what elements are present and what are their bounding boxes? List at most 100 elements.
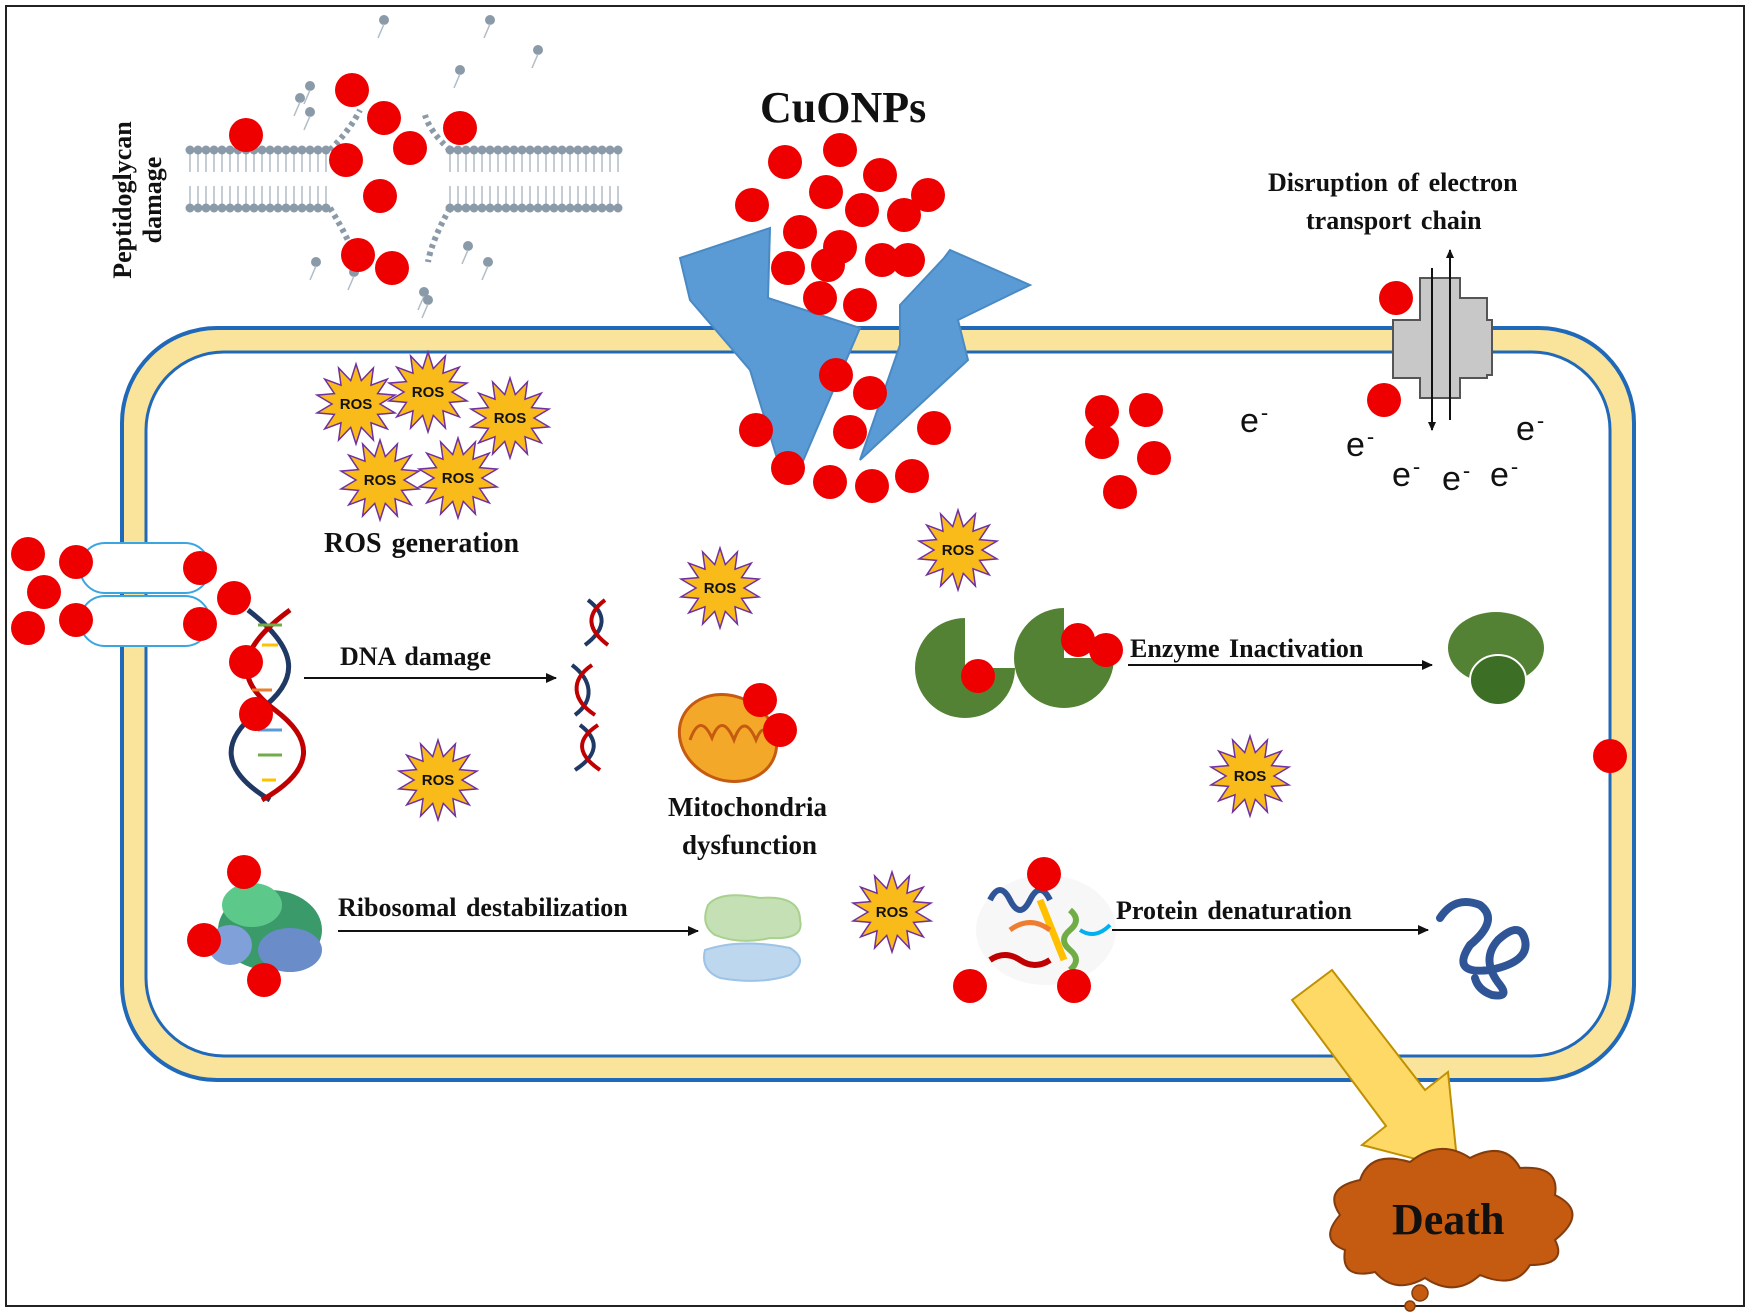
svg-text:ROS: ROS	[494, 410, 527, 427]
nanoparticle-icon	[763, 713, 797, 747]
broken-dna-icon	[570, 598, 610, 772]
ros-star-icon: ROS	[850, 869, 934, 955]
electron-label: e-	[1392, 454, 1421, 494]
etc-label-line1: Disruption of electron	[1268, 168, 1518, 197]
protein-denaturation-label: Protein denaturation	[1116, 896, 1352, 925]
nanoparticle-icon	[855, 469, 889, 503]
nanoparticle-icon	[813, 465, 847, 499]
nanoparticle-icon	[229, 645, 263, 679]
nanoparticle-icon	[1057, 969, 1091, 1003]
nanoparticle-icon	[375, 251, 409, 285]
svg-text:ROS: ROS	[704, 580, 737, 597]
dna-damage-label: DNA damage	[340, 642, 492, 671]
nanoparticle-icon	[811, 248, 845, 282]
nanoparticle-icon	[863, 158, 897, 192]
nanoparticle-icon	[911, 178, 945, 212]
svg-text:ROS: ROS	[942, 542, 975, 559]
nanoparticle-icon	[341, 238, 375, 272]
nanoparticle-icon	[1367, 383, 1401, 417]
enzyme-right-icon	[1014, 608, 1114, 708]
death-arrow	[1290, 968, 1460, 1172]
nanoparticle-icon	[1061, 623, 1095, 657]
lipid-bilayer-icon	[185, 15, 623, 319]
svg-text:ROS: ROS	[412, 384, 445, 401]
nanoparticle-icon	[1593, 739, 1627, 773]
ros-star-icon: ROS	[1208, 733, 1292, 819]
denatured-protein-icon	[1436, 898, 1530, 1000]
mitochondria-label-line2: dysfunction	[682, 830, 818, 860]
nanoparticle-icon	[1085, 425, 1119, 459]
nanoparticle-icon	[335, 73, 369, 107]
nanoparticle-icon	[239, 697, 273, 731]
nanoparticle-icon	[363, 179, 397, 213]
nanoparticle-icon	[735, 188, 769, 222]
nanoparticle-icon	[187, 923, 221, 957]
electron-label: e-	[1490, 454, 1519, 494]
nanoparticle-icon	[819, 358, 853, 392]
nanoparticle-icon	[1089, 633, 1123, 667]
nanoparticle-icon	[865, 243, 899, 277]
svg-text:ROS: ROS	[1234, 768, 1267, 785]
cuonps-title: CuONPs	[760, 83, 927, 132]
nanoparticle-icon	[1379, 281, 1413, 315]
electron-label: e-	[1442, 458, 1471, 498]
ros-star-icon: ROS	[314, 361, 398, 447]
destabilized-ribosome-icon	[703, 894, 802, 982]
nanoparticle-icon	[895, 459, 929, 493]
nanoparticle-icon	[11, 611, 45, 645]
nanoparticle-icon	[853, 376, 887, 410]
ros-star-icon: ROS	[386, 349, 470, 435]
peptidoglycan-label-line1: Peptidoglycan	[108, 121, 137, 279]
protein-icon	[976, 875, 1116, 985]
peptidoglycan-label-line2: damage	[138, 156, 167, 244]
nanoparticle-icon	[59, 545, 93, 579]
ribosome-icon	[208, 883, 322, 972]
nanoparticle-icon	[1027, 857, 1061, 891]
ribosomal-destabilization-label: Ribosomal destabilization	[338, 893, 628, 922]
nanoparticle-icon	[11, 537, 45, 571]
nanoparticle-icon	[833, 415, 867, 449]
electron-label: e-	[1346, 424, 1375, 464]
nanoparticle-icon	[783, 215, 817, 249]
ros-star-icon: ROS	[916, 507, 1000, 593]
svg-text:ROS: ROS	[340, 396, 373, 413]
nanoparticle-icon	[961, 659, 995, 693]
ros-generation-label: ROS generation	[324, 528, 520, 559]
nanoparticle-icon	[367, 101, 401, 135]
svg-text:ROS: ROS	[876, 904, 909, 921]
mitochondria-label-line1: Mitochondria	[668, 792, 827, 822]
electron-label: e-	[1240, 400, 1269, 440]
nanoparticle-icon	[393, 131, 427, 165]
svg-text:ROS: ROS	[422, 772, 455, 789]
nanoparticle-icon	[1137, 441, 1171, 475]
nanoparticle-icon	[739, 413, 773, 447]
svg-text:ROS: ROS	[442, 470, 475, 487]
enzyme-inactivation-label: Enzyme Inactivation	[1130, 634, 1364, 663]
nanoparticle-icon	[247, 963, 281, 997]
nanoparticle-icon	[227, 855, 261, 889]
nanoparticle-icon	[887, 198, 921, 232]
nanoparticle-icon	[845, 193, 879, 227]
nanoparticle-icon	[1085, 395, 1119, 429]
nanoparticle-icon	[891, 243, 925, 277]
inactive-enzyme-icon	[1448, 612, 1544, 706]
nanoparticle-icon	[27, 575, 61, 609]
svg-text:ROS: ROS	[364, 472, 397, 489]
etc-label-line2: transport chain	[1306, 206, 1482, 235]
lightning-right-icon	[859, 248, 1033, 461]
nanoparticle-icon	[771, 451, 805, 485]
nanoparticle-icon	[1103, 475, 1137, 509]
electron-label: e-	[1516, 408, 1545, 448]
nanoparticle-icon	[329, 143, 363, 177]
nanoparticle-icon	[183, 551, 217, 585]
nanoparticle-icon	[917, 411, 951, 445]
nanoparticle-icon	[743, 683, 777, 717]
ros-star-icon: ROS	[468, 375, 552, 461]
death-label: Death	[1392, 1195, 1505, 1244]
nanoparticle-icon	[229, 118, 263, 152]
nanoparticle-icon	[59, 603, 93, 637]
nanoparticle-icon	[768, 145, 802, 179]
nanoparticle-icon	[803, 281, 837, 315]
peptidoglycan-label: Peptidoglycan damage	[108, 100, 188, 300]
